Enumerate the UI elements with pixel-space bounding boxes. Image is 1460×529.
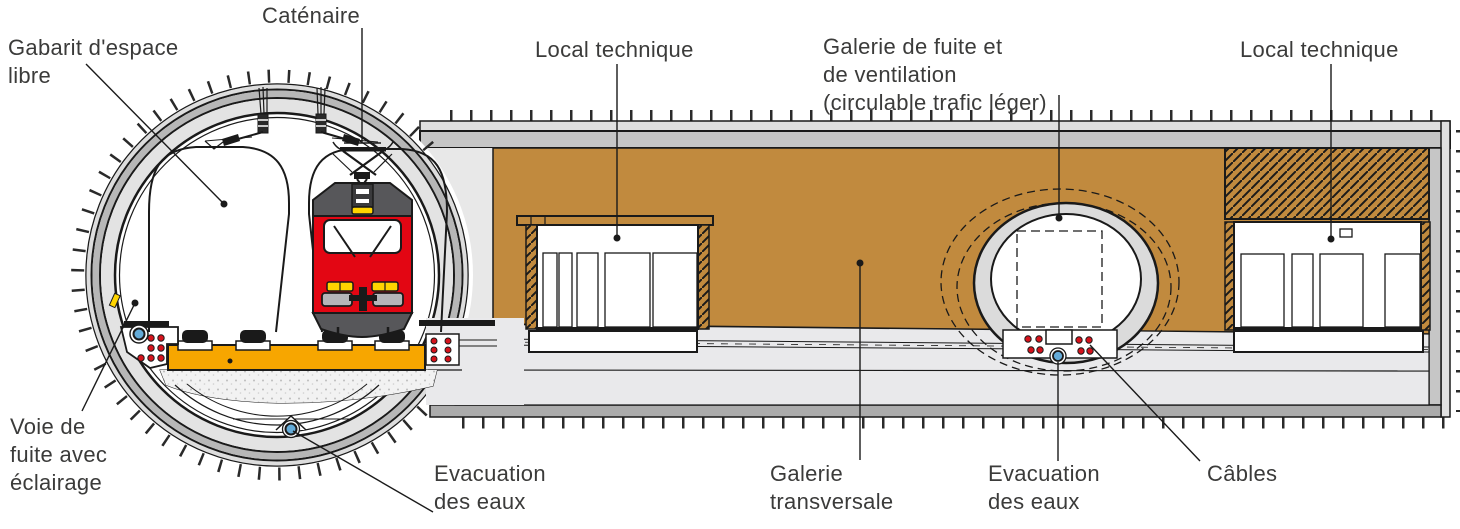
escape-ventilation-gallery	[940, 188, 1180, 376]
free-space-gauge	[148, 146, 290, 333]
gallery-junction	[419, 318, 524, 405]
label-local-technique-right: Local technique	[1240, 37, 1399, 62]
catenary	[204, 86, 381, 150]
insulator	[257, 113, 269, 134]
wiper	[369, 225, 392, 258]
buffer	[372, 292, 404, 307]
headlamp	[351, 206, 374, 215]
technical-room-right	[1224, 147, 1431, 353]
vent-box	[1339, 228, 1353, 238]
walkway-cables	[137, 334, 165, 362]
buffer	[321, 292, 353, 307]
room-foundation	[528, 330, 698, 353]
escape-walkway	[108, 292, 179, 369]
equipment-cabinet	[1384, 253, 1421, 328]
equipment-cabinet	[1240, 253, 1285, 328]
label-voie-de-fuite: Voie de fuite avec éclairage	[10, 414, 108, 495]
label-gabarit-espace-libre: Gabarit d'espace libre	[8, 35, 179, 88]
label-evacuation-eaux-left: Evacuation des eaux	[434, 461, 546, 514]
technical-room-left	[516, 215, 714, 353]
room-ceiling-hatched	[1224, 147, 1430, 220]
windshield	[323, 219, 402, 254]
label-catenaire: Caténaire	[262, 3, 361, 28]
drainage-pipe-oval	[1052, 350, 1064, 362]
insulator	[315, 113, 327, 134]
label-evacuation-eaux-right: Evacuation des eaux	[988, 461, 1100, 514]
room-foundation	[1233, 330, 1424, 353]
label-local-technique-left: Local technique	[535, 37, 694, 62]
gallery-floor-slab-edge	[429, 404, 1442, 418]
excavation-outline-dashed	[940, 188, 1180, 376]
locomotive	[311, 182, 414, 340]
equipment-cabinet	[1291, 253, 1314, 328]
equipment-cabinet	[558, 252, 573, 328]
leader-lines	[81, 28, 1335, 513]
track-slab	[167, 330, 426, 371]
equipment-cabinet	[652, 252, 698, 328]
wiper	[333, 225, 356, 258]
label-galerie-fuite: Galerie de fuite et de ventilation (circ…	[823, 34, 1047, 115]
equipment-cabinet	[576, 252, 599, 328]
label-cables: Câbles	[1207, 461, 1278, 486]
wall-lamp	[108, 292, 121, 309]
clearance-gauge-dashed	[1016, 230, 1103, 328]
cable-bundles	[1024, 335, 1094, 355]
equipment-cabinet	[1319, 253, 1364, 328]
room-roof-slab	[516, 215, 714, 226]
walkway-light	[132, 327, 146, 341]
outer-lining	[92, 90, 462, 460]
oval-interior	[990, 213, 1142, 345]
equipment-cabinet	[604, 252, 651, 328]
walkway-ledge	[419, 320, 495, 326]
inner-lining	[101, 99, 453, 451]
tunnel-invert	[159, 369, 438, 439]
label-galerie-transversale: Galerie transversale	[770, 461, 894, 514]
running-tunnel	[71, 69, 473, 481]
equipment-cabinet	[542, 252, 558, 328]
